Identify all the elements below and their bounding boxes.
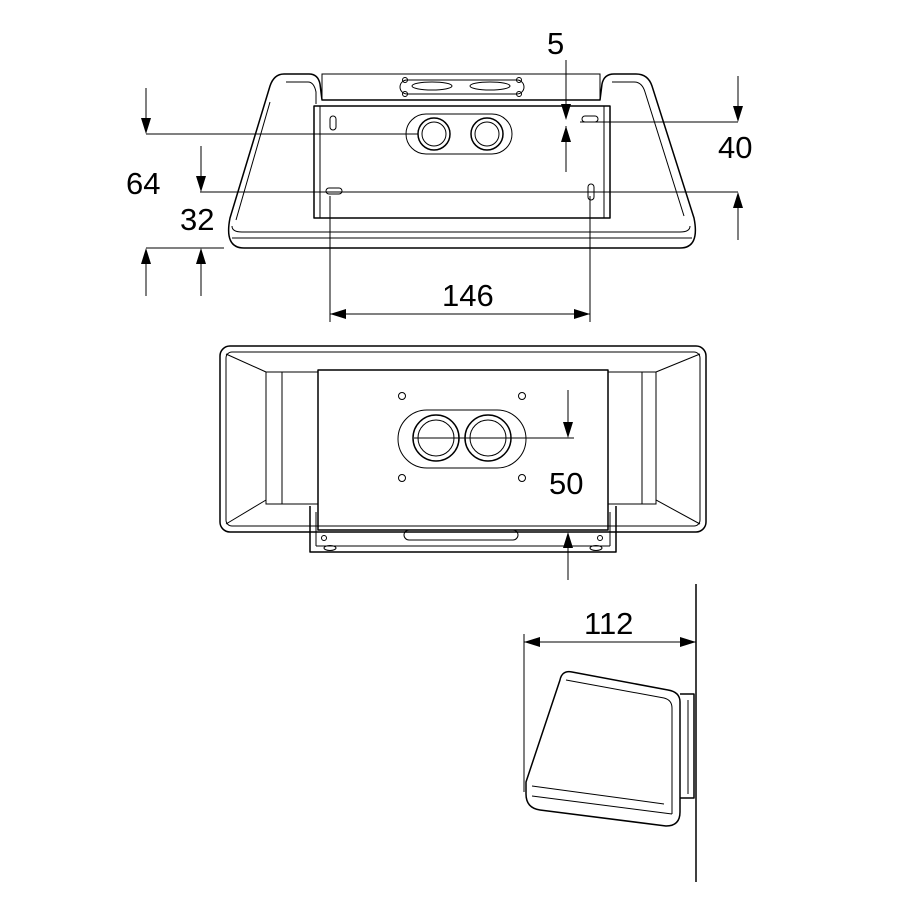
- dimension-64: 64: [126, 166, 160, 201]
- top-view-dimensions: 50: [414, 390, 583, 580]
- dimension-5: 5: [547, 26, 564, 61]
- front-view-dimensions: 64 32 40 5 146: [126, 26, 752, 322]
- side-view: [525, 584, 697, 882]
- dimension-40: 40: [718, 130, 752, 165]
- top-view-plate: [317, 369, 609, 531]
- dimension-50: 50: [549, 466, 583, 501]
- top-view-gland-plate: [397, 409, 527, 469]
- top-view: [219, 345, 707, 553]
- dimension-146: 146: [442, 278, 494, 313]
- cable-gland-left: [417, 117, 451, 151]
- dimension-32: 32: [180, 202, 214, 237]
- dimension-112: 112: [584, 606, 633, 641]
- side-view-outline: [525, 670, 681, 827]
- cable-gland-right: [470, 117, 504, 151]
- front-view-outline: [227, 73, 697, 249]
- side-view-dimensions: 112: [523, 606, 696, 792]
- front-view: [227, 73, 697, 249]
- top-view-outline: [219, 345, 707, 533]
